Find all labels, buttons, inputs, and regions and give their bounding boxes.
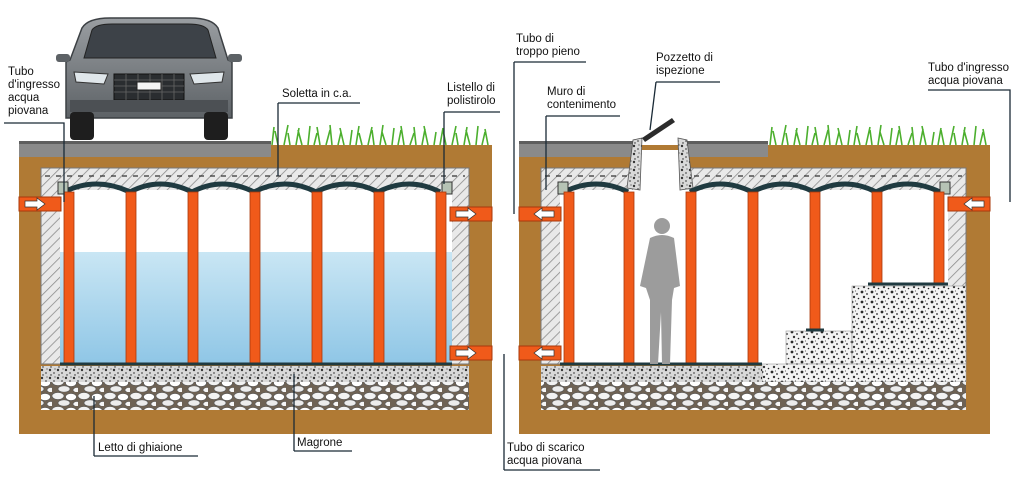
arrow-icon bbox=[455, 346, 477, 360]
label-inlet-right: Tubo d'ingresso acqua piovana bbox=[928, 62, 1009, 88]
grass-icon bbox=[271, 124, 489, 146]
arrow-icon bbox=[24, 197, 46, 211]
arrow-icon bbox=[455, 207, 477, 221]
left-lean-concrete bbox=[41, 366, 469, 382]
label-retaining-wall: Muro di contenimento bbox=[547, 86, 616, 112]
label-lean-concrete: Magrone bbox=[297, 437, 343, 449]
label-line: Tubo d'ingresso bbox=[928, 62, 1010, 74]
leader-lines bbox=[4, 61, 1011, 471]
manhole-cover bbox=[642, 118, 675, 142]
label-line: acqua piovana bbox=[507, 455, 582, 467]
label-line: Tubo di scarico bbox=[507, 442, 585, 454]
label-line: Tubo bbox=[8, 66, 34, 78]
label-line: polistirolo bbox=[447, 95, 496, 107]
right-gravel-bed bbox=[541, 382, 966, 410]
arrow-icon bbox=[963, 197, 985, 211]
label-drain: Tubo di scarico acqua piovana bbox=[507, 442, 585, 468]
inspection-shaft bbox=[633, 150, 687, 198]
label-polystyrene: Listello di polistirolo bbox=[447, 82, 496, 108]
label-line: Tubo di bbox=[516, 33, 554, 45]
label-overflow: Tubo di troppo pieno bbox=[516, 33, 580, 59]
label-line: contenimento bbox=[547, 99, 617, 111]
label-line: ispezione bbox=[656, 65, 705, 77]
label-line: acqua bbox=[8, 92, 40, 104]
road-surface bbox=[19, 143, 271, 157]
label-slab: Soletta in c.a. bbox=[282, 88, 352, 100]
car-icon bbox=[56, 17, 242, 140]
label-gravel-bed: Letto di ghiaione bbox=[98, 442, 183, 454]
label-line: Pozzetto di bbox=[656, 52, 713, 64]
label-line: acqua piovana bbox=[928, 75, 1003, 87]
left-arches bbox=[62, 181, 442, 195]
right-pillars bbox=[563, 191, 945, 365]
arrow-icon bbox=[533, 207, 555, 221]
gravel-crates bbox=[761, 285, 967, 383]
right-lean-concrete bbox=[541, 366, 762, 382]
label-line: Muro di bbox=[547, 86, 586, 98]
right-tank bbox=[518, 118, 991, 434]
label-line: Listello di bbox=[447, 82, 495, 94]
label-line: troppo pieno bbox=[516, 46, 580, 58]
label-line: piovana bbox=[8, 105, 49, 117]
label-inspection: Pozzetto di ispezione bbox=[656, 52, 713, 78]
label-inlet-left: Tubo d'ingresso acqua piovana bbox=[8, 66, 60, 118]
label-line: d'ingresso bbox=[8, 79, 61, 91]
left-gravel-bed bbox=[41, 382, 469, 410]
left-tank bbox=[18, 124, 493, 434]
right-arches bbox=[562, 181, 942, 195]
person-silhouette-icon bbox=[640, 218, 680, 364]
arrow-icon bbox=[533, 346, 555, 360]
left-pillars bbox=[63, 191, 447, 365]
grass-icon bbox=[769, 124, 987, 146]
